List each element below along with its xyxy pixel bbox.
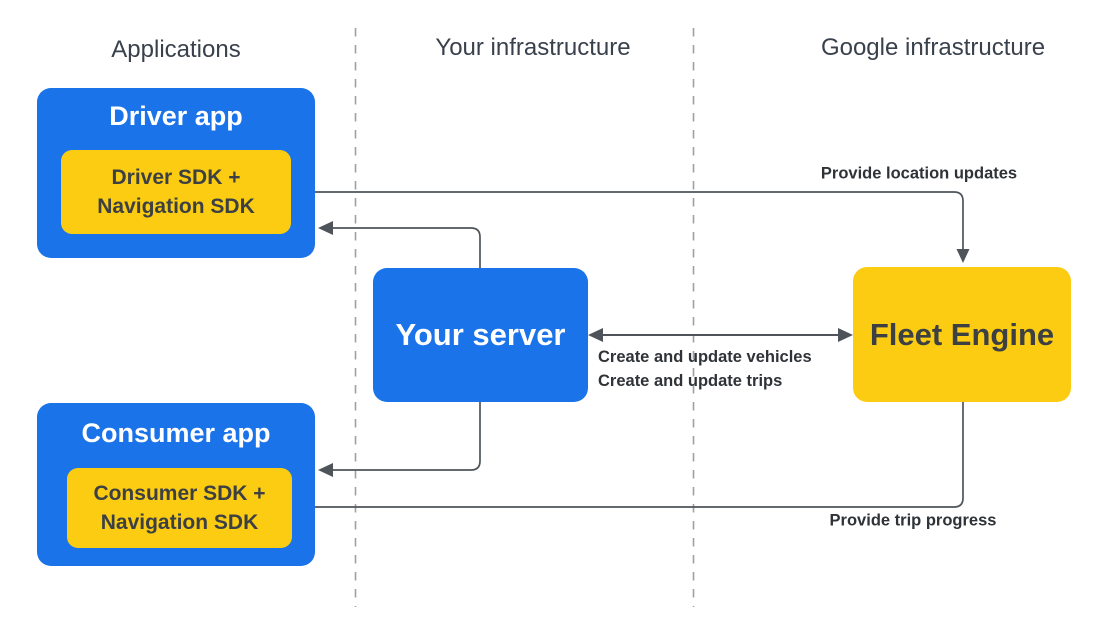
arrowhead-left-driver-icon [318,221,333,235]
arrowhead-left-consumer-icon [318,463,333,477]
node-driver-app: Driver app Driver SDK + Navigation SDK [37,88,315,258]
connector-server-to-consumer [332,402,481,471]
arrowhead-right-fleet-icon [838,328,853,342]
connector-server-to-driver [332,227,481,268]
consumer-sdk-line2: Navigation SDK [100,511,259,534]
consumer-app-title: Consumer app [81,418,271,448]
connector-driver-to-fleet [291,191,964,250]
arrowhead-left-server-icon [588,328,603,342]
column-header-applications: Applications [111,36,241,63]
node-consumer-sdk: Consumer SDK + Navigation SDK [67,468,292,548]
label-create-update: Create and update vehicles Create and up… [598,345,812,393]
column-header-google-infrastructure: Google infrastructure [820,34,1046,61]
driver-app-title: Driver app [109,101,243,131]
your-server-title: Your server [395,317,566,352]
label-create-update-trips: Create and update trips [598,372,783,390]
node-consumer-app: Consumer app Consumer SDK + Navigation S… [37,403,315,566]
label-provide-location-updates: Provide location updates [820,164,1018,183]
driver-sdk-line2: Navigation SDK [97,195,255,218]
label-provide-trip-progress: Provide trip progress [829,511,997,530]
fleet-engine-title: Fleet Engine [869,316,1055,352]
node-your-server: Your server [373,268,588,402]
label-create-update-vehicles: Create and update vehicles [598,348,812,366]
node-driver-sdk: Driver SDK + Navigation SDK [61,150,291,234]
driver-sdk-line1: Driver SDK + [111,166,241,189]
connector-fleet-to-consumer [307,402,964,508]
arrowhead-down-fleet-icon [956,249,970,263]
column-header-your-infrastructure: Your infrastructure [435,34,631,61]
consumer-sdk-line1: Consumer SDK + [93,482,266,505]
node-fleet-engine: Fleet Engine [853,267,1071,402]
